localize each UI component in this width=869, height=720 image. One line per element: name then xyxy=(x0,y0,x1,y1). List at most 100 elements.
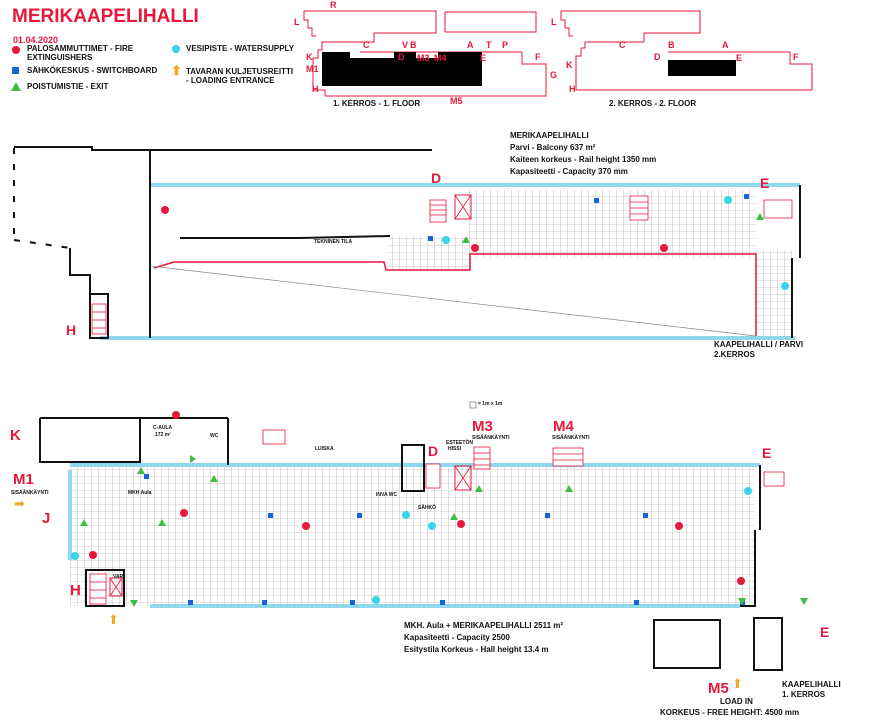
switchboard-icon xyxy=(350,600,355,605)
key1-d: D xyxy=(398,52,405,62)
key1-m4: M4 xyxy=(434,53,447,63)
inva-wc-label: INVA WC xyxy=(376,492,398,498)
switchboard-icon xyxy=(545,513,550,518)
exit-icon xyxy=(190,455,196,463)
key2-k: K xyxy=(566,60,573,70)
upper-stair-lines xyxy=(92,201,648,329)
lower-caption-line-1: KAAPELIHALLI xyxy=(782,680,841,689)
luiska-label: LUISKA xyxy=(315,446,334,452)
exit-icon xyxy=(130,600,138,607)
marker-e-top: E xyxy=(762,445,772,461)
hall-grid-area xyxy=(70,465,755,606)
mkh-aula-label: MKH Aula xyxy=(128,490,152,496)
marker-m1: M1 xyxy=(13,471,34,488)
key1-a: A xyxy=(467,40,474,50)
key1-l: L xyxy=(294,17,300,27)
exit-icon xyxy=(158,519,166,526)
lower-symbols xyxy=(71,411,808,607)
loading-arrow-icon: ⬆ xyxy=(732,676,743,691)
switchboard-icon xyxy=(144,474,149,479)
water-supply-icon xyxy=(172,45,180,53)
marker-m5: M5 xyxy=(708,680,729,697)
wc-label: WC xyxy=(210,433,219,439)
marker-e-bottom: E xyxy=(820,624,830,640)
key1-m3: M3 xyxy=(417,53,430,63)
marker-m4: M4 xyxy=(553,418,574,435)
m4-entry-label: SISÄÄNKÄYNTI xyxy=(552,435,590,441)
fire-extinguisher-icon xyxy=(675,522,683,530)
lower-info-height: Esitystila Korkeus - Hall height 13.4 m xyxy=(404,645,549,654)
upper-walls xyxy=(14,146,801,339)
upper-info-rail: Kaiteen korkeus - Rail height 1350 mm xyxy=(510,155,657,164)
upper-marker-e: E xyxy=(760,175,770,191)
lower-stairs xyxy=(89,429,785,605)
exit-icon xyxy=(800,598,808,605)
upper-marker-h: H xyxy=(66,322,77,338)
exit-icon xyxy=(11,82,21,91)
switchboard-icon xyxy=(634,600,639,605)
var-label: VAR xyxy=(113,574,124,580)
upper-caption-line-1: KAAPELIHALLI / PARVI xyxy=(714,340,804,349)
switchboard-icon xyxy=(12,67,19,74)
fire-extinguisher-icon xyxy=(89,551,97,559)
key1-v: V xyxy=(402,40,409,50)
key1-m5: M5 xyxy=(450,96,463,106)
loading-arrow-icon: ⬆ xyxy=(108,612,119,627)
fire-extinguisher-icon xyxy=(457,520,465,528)
key1-c: C xyxy=(363,40,370,50)
lower-elevator xyxy=(454,465,472,491)
exit-icon xyxy=(462,236,470,243)
lower-stair-lines xyxy=(90,452,583,599)
exit-icon xyxy=(738,598,746,605)
key1-b: B xyxy=(410,40,417,50)
key1-t: T xyxy=(486,40,492,50)
marker-m3: M3 xyxy=(472,418,493,435)
keymap-floor-2-caption: 2. KERROS - 2. FLOOR xyxy=(609,99,697,108)
key1-m1: M1 xyxy=(306,64,319,74)
switchboard-icon xyxy=(744,194,749,199)
hissi-label: HISSI xyxy=(448,446,462,452)
sahko-label: SÄHKÖ xyxy=(418,505,437,511)
legend-switchboard: SÄHKÖKESKUS - SWITCHBOARD xyxy=(27,66,158,75)
keymap-floor-1-hall xyxy=(322,52,482,86)
key1-e: E xyxy=(480,53,487,63)
key2-a: A xyxy=(722,40,729,50)
marker-h: H xyxy=(70,582,81,599)
room-tekninen-tila: TEKNINEN TILA xyxy=(314,239,353,245)
fire-extinguisher-icon xyxy=(302,522,310,530)
lower-info: MKH. Aula + MERIKAAPELIHALLI 2511 m² Kap… xyxy=(404,620,563,656)
key1-p: P xyxy=(502,40,509,50)
exit-icon xyxy=(565,485,573,492)
upper-cyan-walls xyxy=(100,183,800,340)
marker-k: K xyxy=(10,427,21,444)
water-supply-icon xyxy=(428,522,436,530)
switchboard-icon xyxy=(440,600,445,605)
lower-cyan-walls xyxy=(68,463,760,608)
fire-extinguisher-icon xyxy=(737,577,745,585)
upper-elevator xyxy=(454,194,472,220)
water-supply-icon xyxy=(724,196,732,204)
key1-r: R xyxy=(330,0,337,10)
fire-extinguisher-icon xyxy=(660,244,668,252)
page-title: MERIKAAPELIHALLI xyxy=(12,6,199,27)
esteeton-label: ESTEETÖN xyxy=(446,440,473,446)
key1-g: G xyxy=(550,70,558,80)
upper-caption: KAAPELIHALLI / PARVI 2.KERROS xyxy=(714,340,803,360)
upper-info-capacity: Kapasiteetti - Capacity 370 mm xyxy=(510,167,628,176)
keymap-floor-1-caption: 1. KERROS - 1. FLOOR xyxy=(333,99,421,108)
water-supply-icon xyxy=(744,487,752,495)
exit-icon xyxy=(210,475,218,482)
switchboard-icon xyxy=(268,513,273,518)
lower-caption-line-2: 1. KERROS xyxy=(782,690,826,699)
scale-square xyxy=(469,401,477,409)
legend-loading: TAVARAN KULJETUSREITTI - LOADING ENTRANC… xyxy=(186,67,294,85)
key2-d: D xyxy=(654,52,661,62)
upper-marker-d: D xyxy=(431,170,442,186)
switchboard-icon xyxy=(428,236,433,241)
scale-label: = 1m x 1m xyxy=(478,401,503,407)
key2-l: L xyxy=(551,17,557,27)
fire-extinguisher-icon xyxy=(172,411,180,419)
m1-entry-label: SISÄÄNKÄYNTI xyxy=(11,490,49,496)
switchboard-icon xyxy=(188,600,193,605)
